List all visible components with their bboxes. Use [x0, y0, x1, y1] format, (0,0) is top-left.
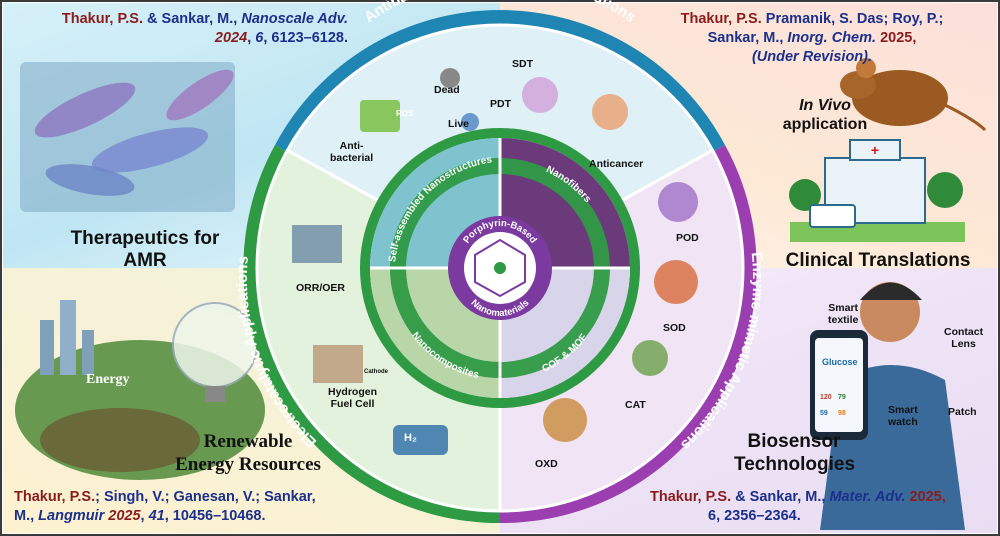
label-ros: ROS: [396, 109, 414, 118]
citation-top-right: Thakur, P.S. Pramanik, S. Das; Roy, P.; …: [680, 11, 944, 65]
globe-illustration: [15, 300, 265, 480]
label-oxd: OXD: [535, 458, 558, 470]
phone-value-4: 98: [838, 410, 846, 417]
title-clinical-translations: Clinical Translations: [785, 250, 971, 271]
citation-bottom-right: Thakur, P.S. & Sankar, M., Mater. Adv. 2…: [650, 489, 946, 524]
bacteria-illustration: [20, 62, 235, 212]
label-cat: CAT: [625, 399, 646, 411]
label-live: Live: [448, 118, 470, 130]
ring-illustrations: [292, 68, 698, 455]
mouse-illustration: [840, 58, 987, 132]
hospital-illustration: +: [789, 139, 965, 242]
phone-glucose-label: Glucose: [822, 357, 858, 367]
label-orr-oer: ORR/OER: [296, 282, 346, 294]
label-sod: SOD: [663, 322, 686, 334]
label-antibacterial: Anti-bacterial: [330, 140, 374, 164]
person-illustration: [810, 282, 965, 530]
svg-text:+: +: [871, 142, 879, 158]
citation-bottom-left: Thakur, P.S.; Singh, V.; Ganesan, V.; Sa…: [14, 489, 316, 524]
label-h2: H₂: [404, 432, 417, 444]
phone-value-1: 120: [820, 394, 832, 401]
label-pod: POD: [676, 232, 699, 244]
label-pdt: PDT: [490, 98, 511, 110]
citation-top-left: Thakur, P.S. & Sankar, M., Nanoscale Adv…: [61, 11, 348, 46]
phone-value-3: 59: [820, 410, 828, 417]
phone-value-2: 79: [838, 394, 846, 401]
label-sdt: SDT: [512, 58, 533, 70]
label-anticancer: Anticancer: [589, 158, 644, 170]
label-cathode: Cathode: [364, 369, 388, 375]
label-patch: Patch: [948, 406, 977, 418]
label-dead: Dead: [434, 84, 460, 96]
energy-word: Energy: [86, 372, 130, 387]
